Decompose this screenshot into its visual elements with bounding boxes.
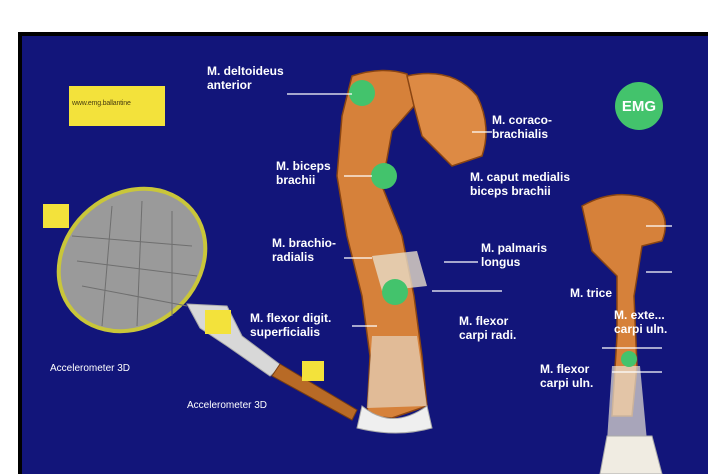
anatomy-illustration xyxy=(22,36,708,474)
label-flexor-digit: M. flexor digit.superficialis xyxy=(250,311,331,339)
label-brachioradialis: M. brachio-radialis xyxy=(272,236,336,264)
slide: www.emg.ballantine EMG xyxy=(22,36,708,474)
label-extensor-carpi-ulnaris: M. exte...carpi uln. xyxy=(614,308,667,336)
label-triceps: M. trice xyxy=(570,286,612,300)
label-accelerometer-bottom: Accelerometer 3D xyxy=(187,399,267,413)
label-accelerometer-left: Accelerometer 3D xyxy=(50,362,130,376)
label-palmaris-longus: M. palmarislongus xyxy=(481,241,547,269)
main-arm xyxy=(337,70,486,433)
tennis-racket xyxy=(30,159,357,420)
label-flexor-carpi-radialis: M. flexorcarpi radi. xyxy=(459,314,516,342)
label-flexor-carpi-ulnaris: M. flexorcarpi uln. xyxy=(540,362,593,390)
label-biceps-brachii: M. bicepsbrachii xyxy=(276,159,331,187)
label-caput-medialis: M. caput medialisbiceps brachii xyxy=(470,170,570,198)
label-deltoideus: M. deltoideusanterior xyxy=(207,64,284,92)
label-coraco-brachialis: M. coraco-brachialis xyxy=(492,113,552,141)
